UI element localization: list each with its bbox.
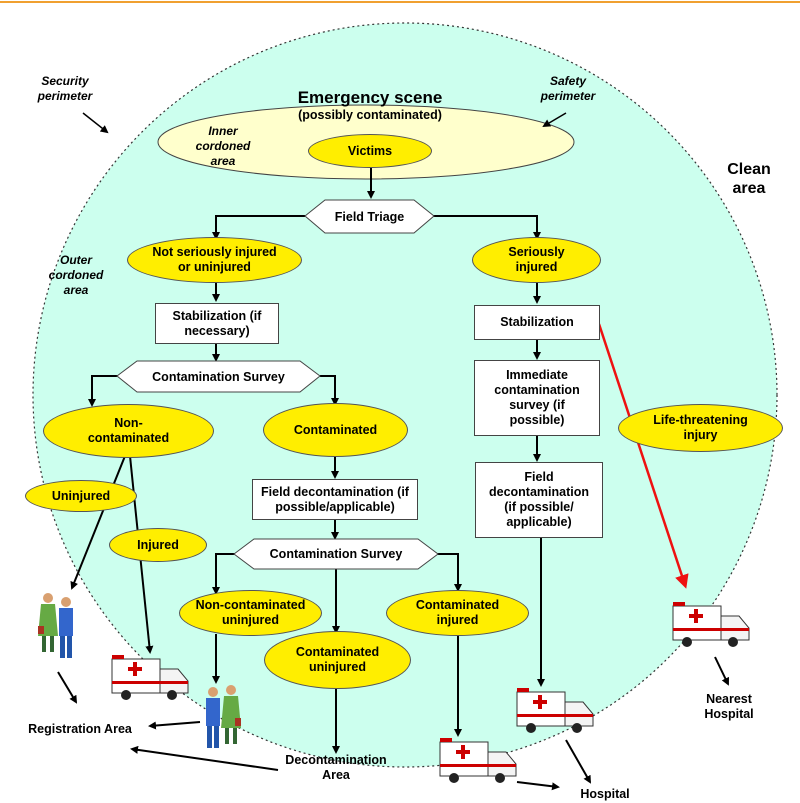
not-seriously-injured-node: Not seriously injured or uninjured xyxy=(127,237,302,283)
contamination-survey-label-2: Contamination Survey xyxy=(269,547,403,561)
security-pointer xyxy=(82,112,109,134)
cont-injured-node: Contaminated injured xyxy=(386,590,529,636)
stabilization-if-box: Stabilization (if necessary) xyxy=(155,303,279,344)
life-threatening-node: Life-threatening injury xyxy=(618,404,783,452)
seriously-injured-node: Seriously injured xyxy=(472,237,601,283)
noncont-uninjured-node: Non-contaminated uninjured xyxy=(179,590,322,636)
field-decon-left-box: Field decontamination (if possible/appli… xyxy=(252,479,418,520)
ambulance-icon xyxy=(111,655,189,700)
inner-cordon-label: Inner cordoned area xyxy=(195,124,251,168)
registration-area-label: Registration Area xyxy=(28,722,132,736)
decontamination-area-label: Decontamination Area xyxy=(285,753,387,782)
scene-subtitle: (possibly contaminated) xyxy=(298,108,442,122)
clean-area-label: Clean area xyxy=(727,161,771,197)
injured-node: Injured xyxy=(109,528,207,562)
stabilization-box: Stabilization xyxy=(474,305,600,340)
ambulance-icon xyxy=(516,688,594,733)
clean-zone-circle xyxy=(32,22,778,768)
people-icon xyxy=(206,685,241,748)
nearest-hospital-label: Nearest Hospital xyxy=(704,692,754,721)
cont-uninjured-node: Contaminated uninjured xyxy=(264,631,411,689)
outer-cordon-label: Outer cordoned area xyxy=(48,253,104,297)
safety-perimeter-label: Safety perimeter xyxy=(540,74,596,103)
contamination-survey-hex-1 xyxy=(116,360,321,393)
victims-node: Victims xyxy=(308,134,432,168)
uninjured-node: Uninjured xyxy=(25,480,137,512)
life-threatening-arrow xyxy=(597,323,689,589)
non-contaminated-node: Non-contaminated xyxy=(43,404,214,458)
hospital-label: Hospital xyxy=(580,787,630,801)
ambulance-icon xyxy=(672,602,750,647)
contaminated-node: Contaminated xyxy=(263,403,408,457)
ambulance-icon xyxy=(439,738,517,783)
contamination-survey-hex-2 xyxy=(233,538,439,570)
people-icon xyxy=(38,593,73,658)
safety-pointer xyxy=(542,112,567,128)
security-perimeter-label: Security perimeter xyxy=(37,74,93,103)
field-triage-hex xyxy=(304,199,435,234)
immediate-survey-box: Immediate contamination survey (if possi… xyxy=(474,360,600,436)
field-triage-label: Field Triage xyxy=(334,209,405,224)
contamination-survey-label-1: Contamination Survey xyxy=(152,369,285,384)
scene-title: Emergency scene xyxy=(297,88,443,107)
field-decon-right-box: Field decontamination (if possible/ appl… xyxy=(475,462,603,538)
